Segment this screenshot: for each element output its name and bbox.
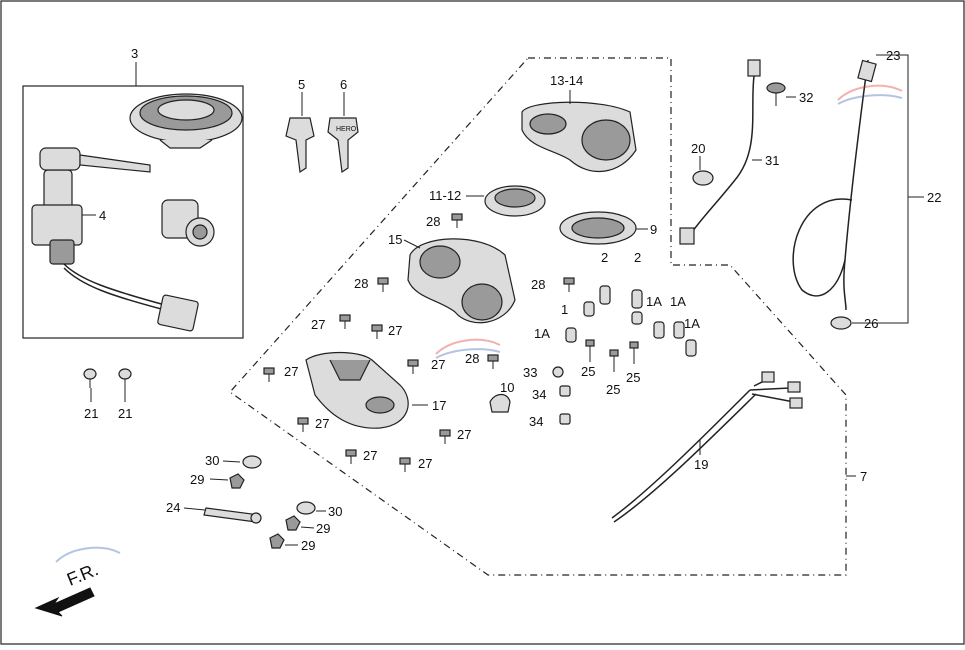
callout-25c: 25 [626, 370, 640, 385]
callout-3: 3 [131, 46, 138, 61]
callout-6: 6 [340, 77, 347, 92]
callout-23: 23 [886, 48, 900, 63]
callout-29c: 29 [301, 538, 315, 553]
callout-27g: 27 [363, 448, 377, 463]
callout-1a-1: 1A [646, 294, 662, 309]
meter-assembly-boundary [229, 57, 847, 576]
callout-31: 31 [765, 153, 779, 168]
callout-33: 33 [523, 365, 537, 380]
callout-27a: 27 [311, 317, 325, 332]
ignition-switch [31, 147, 199, 332]
callout-1a-4: 1A [684, 316, 700, 331]
bolt-32 [766, 82, 786, 106]
callout-30b: 30 [328, 504, 342, 519]
meter-body [407, 238, 516, 324]
meter-upper-case [521, 101, 637, 173]
callout-25b: 25 [606, 382, 620, 397]
callout-27d: 27 [431, 357, 445, 372]
watermark-logo [55, 84, 903, 563]
leader-22 [852, 54, 909, 324]
callout-15: 15 [388, 232, 402, 247]
washer-30b [296, 501, 316, 515]
callout-25a: 25 [581, 364, 595, 379]
callout-34a: 34 [532, 387, 546, 402]
callout-2b: 2 [634, 250, 641, 265]
callout-1: 1 [561, 302, 568, 317]
callout-28c: 28 [531, 277, 545, 292]
callout-27c: 27 [284, 364, 298, 379]
screw-group [263, 213, 575, 472]
callout-28a: 28 [426, 214, 440, 229]
callout-11-12: 11-12 [429, 188, 461, 203]
callout-28b: 28 [354, 276, 368, 291]
callout-19: 19 [694, 457, 708, 472]
bulb-group [565, 285, 697, 357]
key-blank-5 [285, 117, 315, 174]
callout-22: 22 [927, 190, 941, 205]
fuel-dial [484, 185, 546, 217]
callout-4: 4 [99, 208, 106, 223]
fastener-21b [118, 368, 132, 388]
washer-30a [242, 455, 262, 469]
lock-cylinder [161, 199, 215, 247]
nut-29c [269, 533, 285, 549]
callout-1a-2: 1A [670, 294, 686, 309]
direction-label: F.R. [64, 559, 101, 590]
callout-27b: 27 [388, 323, 402, 338]
callout-28d: 28 [465, 351, 479, 366]
callout-5: 5 [298, 77, 305, 92]
callout-32: 32 [799, 90, 813, 105]
bolt-group [585, 339, 639, 372]
callout-21b: 21 [118, 406, 132, 421]
callout-20: 20 [691, 141, 705, 156]
callout-24: 24 [166, 500, 180, 515]
callout-7: 7 [860, 469, 867, 484]
nut-29a [229, 473, 245, 489]
callout-21a: 21 [84, 406, 98, 421]
callout-27f: 27 [457, 427, 471, 442]
key-blank-6: HERO [327, 117, 359, 174]
callout-2a: 2 [601, 250, 608, 265]
bracket-24 [203, 507, 262, 524]
meter-wire-harness [611, 371, 803, 523]
callout-29b: 29 [316, 521, 330, 536]
gasket-26 [830, 316, 852, 330]
fastener-21a [83, 368, 97, 388]
leader-15 [403, 239, 421, 249]
speedo-dial [559, 211, 637, 245]
callout-10: 10 [500, 380, 514, 395]
small-parts [489, 366, 571, 425]
sensor-wire [679, 59, 761, 245]
callout-9: 9 [650, 222, 657, 237]
washer-20 [692, 170, 714, 186]
callout-29a: 29 [190, 472, 204, 487]
nut-29b [285, 515, 301, 531]
callout-34b: 34 [529, 414, 543, 429]
speedo-cable [792, 59, 877, 330]
fuel-cap [129, 93, 243, 149]
meter-lower-case [305, 351, 409, 429]
leader-24 [183, 507, 206, 511]
callout-30a: 30 [205, 453, 219, 468]
callout-13-14: 13-14 [550, 73, 583, 88]
callout-26: 26 [864, 316, 878, 331]
front-direction-arrow-icon [34, 587, 95, 617]
callout-1a-3: 1A [534, 326, 550, 341]
key-stamp: HERO [336, 126, 357, 133]
callout-17: 17 [432, 398, 446, 413]
callout-27e: 27 [315, 416, 329, 431]
callout-27h: 27 [418, 456, 432, 471]
